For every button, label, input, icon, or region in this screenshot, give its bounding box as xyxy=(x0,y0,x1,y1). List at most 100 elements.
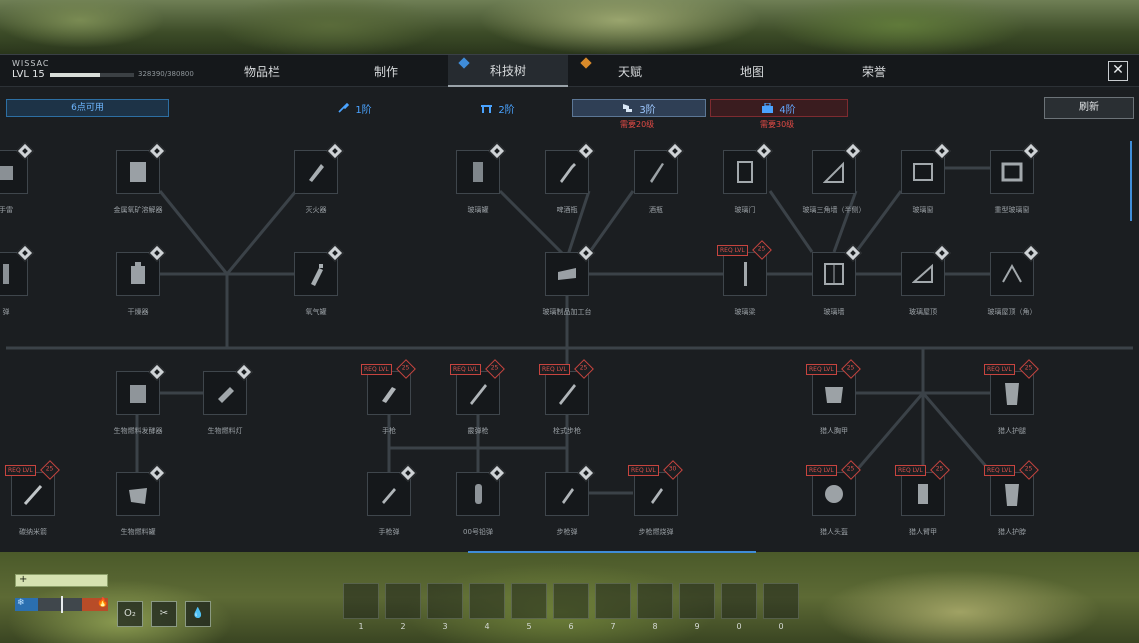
tech-node-label: 手枪 xyxy=(382,427,396,435)
xp-text: 328390/380800 xyxy=(138,70,194,78)
tech-node[interactable]: 生物燃料发酵器 xyxy=(114,363,166,435)
hotbar-slot[interactable] xyxy=(427,583,463,619)
required-level-tag: REQ LVL xyxy=(895,465,926,476)
item-icon xyxy=(824,263,844,285)
tech-node[interactable]: 玻璃罐 xyxy=(456,142,506,214)
tier-3-button[interactable]: 3阶 xyxy=(572,99,706,117)
tech-node[interactable]: 玻璃门 xyxy=(723,142,773,214)
hotbar-slot[interactable] xyxy=(469,583,505,619)
tech-node-label: 玻璃罐 xyxy=(467,206,489,214)
hotbar-slot-number: 9 xyxy=(694,622,700,631)
hotbar-slot[interactable] xyxy=(679,583,715,619)
tier-1-label: 1阶 xyxy=(355,104,372,116)
hotbar-slot[interactable] xyxy=(595,583,631,619)
required-level-value: 25 xyxy=(846,465,855,473)
tech-node[interactable]: 生物燃料罐 xyxy=(116,464,166,536)
refresh-button[interactable]: 刷新 xyxy=(1044,97,1134,119)
tech-node[interactable]: 玻璃墙 xyxy=(812,244,862,316)
tier-1-button[interactable]: 1阶 xyxy=(330,99,380,117)
tech-node[interactable]: 灭火器 xyxy=(294,142,344,214)
item-icon xyxy=(560,163,576,183)
tech-node[interactable]: 啤酒瓶 xyxy=(545,142,595,214)
tech-node[interactable]: 步枪弹 xyxy=(545,464,595,536)
available-points: 6点可用 xyxy=(6,99,169,117)
tab-honors-label: 荣誉 xyxy=(861,64,886,79)
tab-crafting[interactable]: 制作 xyxy=(326,55,446,87)
close-button[interactable]: ✕ xyxy=(1108,61,1128,81)
required-level-tag: REQ LVL xyxy=(539,364,570,375)
item-icon xyxy=(3,264,9,284)
tier-4-requirement: 需要30级 xyxy=(760,120,795,129)
hotbar-slot[interactable] xyxy=(763,583,799,619)
item-icon xyxy=(218,387,234,403)
vertical-scrollbar[interactable] xyxy=(1130,141,1132,221)
tech-node[interactable]: 干燥器 xyxy=(116,244,166,316)
tab-tech-tree[interactable]: 科技树 xyxy=(448,55,568,87)
tech-node[interactable]: 生物燃料灯 xyxy=(203,363,253,435)
hotbar-slot[interactable] xyxy=(637,583,673,619)
hotbar-slot[interactable] xyxy=(721,583,757,619)
tech-node-label: 玻璃窗 xyxy=(912,206,934,214)
tech-node[interactable]: 金属氧矿溶解器 xyxy=(114,142,166,214)
tech-node[interactable]: 弹 xyxy=(0,244,34,316)
required-level-tag: REQ LVL xyxy=(361,364,392,375)
hotbar-slot[interactable] xyxy=(511,583,547,619)
background-scenery-bottom xyxy=(0,552,1139,643)
tech-node-label: 猎人护脖 xyxy=(998,528,1026,536)
item-icon xyxy=(130,385,146,403)
required-level-tag: REQ LVL xyxy=(984,364,1015,375)
tech-node[interactable]: 玻璃三角墙（半侧） xyxy=(803,142,866,214)
tab-honors[interactable]: 荣誉 xyxy=(814,55,934,87)
item-icon xyxy=(129,488,147,504)
tech-node[interactable]: 玻璃制品加工台 xyxy=(543,244,595,316)
hotbar-slot-number: 6 xyxy=(568,622,574,631)
required-level-value: 30 xyxy=(668,465,677,473)
tech-node-label: 玻璃门 xyxy=(734,206,756,214)
temperature-marker xyxy=(60,596,63,613)
tech-node-label: 氧气罐 xyxy=(305,308,327,316)
hotbar-slot[interactable] xyxy=(553,583,589,619)
hotbar-slot[interactable] xyxy=(343,583,379,619)
item-icon xyxy=(1005,383,1019,405)
tier-4-button[interactable]: 4阶 xyxy=(710,99,848,117)
tech-node-frame xyxy=(901,252,945,296)
tech-node-label: 霰弹枪 xyxy=(467,427,489,435)
tech-node[interactable]: 酒瓶 xyxy=(634,142,684,214)
tech-node[interactable]: 手枪弹 xyxy=(367,464,417,536)
tech-node[interactable]: 玻璃窗 xyxy=(901,142,951,214)
tech-node[interactable]: 玻璃屋顶 xyxy=(901,244,951,316)
tech-node[interactable]: 重型玻璃窗 xyxy=(990,142,1040,214)
item-icon xyxy=(737,161,753,183)
item-icon xyxy=(311,264,323,286)
item-icon xyxy=(744,262,747,286)
tech-node[interactable]: 手雷 xyxy=(0,142,34,214)
item-icon xyxy=(825,387,843,403)
tab-map[interactable]: 地图 xyxy=(692,55,812,87)
horizontal-scrollbar[interactable] xyxy=(468,551,756,553)
tab-inventory[interactable]: 物品栏 xyxy=(202,55,322,87)
tier-2-button[interactable]: 2阶 xyxy=(468,99,528,117)
tech-node-label: 猎人臂甲 xyxy=(909,528,937,536)
tech-node[interactable]: 00号铅弹 xyxy=(456,464,506,536)
tab-tech-tree-label: 科技树 xyxy=(489,63,526,78)
tech-node-label: 弹 xyxy=(2,308,10,316)
hotbar-slot[interactable] xyxy=(385,583,421,619)
hotbar-slot-number: 0 xyxy=(778,622,784,631)
tab-talents[interactable]: 天赋 xyxy=(570,55,690,87)
tech-node[interactable]: 氧气罐 xyxy=(294,244,344,316)
tech-node[interactable]: 玻璃屋顶（角） xyxy=(988,244,1040,316)
player-level: LVL 15 xyxy=(12,69,45,80)
tech-node-label: 玻璃制品加工台 xyxy=(542,308,592,316)
tech-node-label: 玻璃屋顶 xyxy=(909,308,937,316)
